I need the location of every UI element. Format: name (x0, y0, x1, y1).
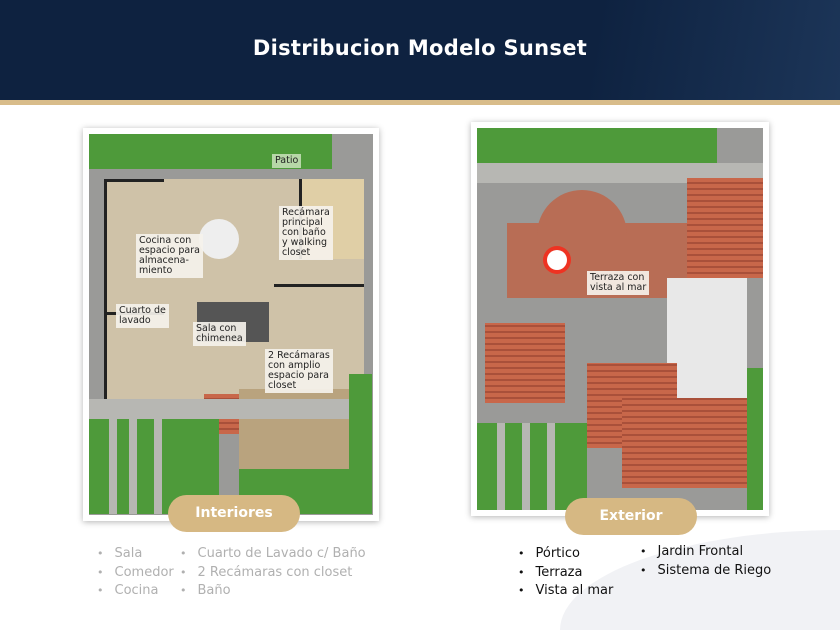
interiores-button[interactable]: Interiores (168, 495, 300, 532)
interiores-list-2: Cuarto de Lavado c/ Baño 2 Recámaras con… (180, 545, 366, 601)
exterior-floorplan-card: Terraza con vista al mar (471, 122, 769, 516)
interiores-list-1: Sala Comedor Cocina (97, 545, 174, 601)
list-item: Sala (97, 545, 174, 564)
gold-divider (0, 100, 840, 105)
list-item: Cuarto de Lavado c/ Baño (180, 545, 366, 564)
list-item: Cocina (97, 582, 174, 601)
label-cuarto-lavado: Cuarto de lavado (116, 304, 169, 328)
list-item: 2 Recámaras con closet (180, 564, 366, 583)
dining-table (199, 219, 239, 259)
label-2-recamaras: 2 Recámaras con amplio espacio para clos… (265, 349, 333, 393)
list-item: Terraza (518, 564, 613, 583)
list-item: Vista al mar (518, 582, 614, 601)
label-patio: Patio (272, 154, 302, 168)
exterior-button[interactable]: Exterior (565, 498, 697, 535)
list-item: Comedor (97, 564, 174, 583)
label-sala: Sala con chimenea (193, 322, 246, 346)
terrace-table (547, 250, 567, 270)
exterior-list-2: Jardin Frontal Sistema de Riego (640, 543, 772, 581)
list-item: Sistema de Riego (640, 562, 772, 581)
list-item: Jardin Frontal (640, 543, 771, 562)
list-item: Baño (180, 582, 366, 601)
label-terraza: Terraza con vista al mar (587, 271, 650, 295)
list-item: Pórtico (518, 545, 613, 564)
interiores-floorplan-card: Patio Cocina con espacio para almacena- … (83, 128, 379, 521)
label-recamara-principal: Recámara principal con baño y walking cl… (279, 206, 333, 260)
exterior-floorplan-image: Terraza con vista al mar (477, 128, 763, 510)
interior-floorplan-image: Patio Cocina con espacio para almacena- … (89, 134, 373, 515)
exterior-list-1: Pórtico Terraza Vista al mar (518, 545, 614, 601)
label-cocina: Cocina con espacio para almacena- miento (136, 234, 203, 278)
page-title: Distribucion Modelo Sunset (252, 36, 588, 60)
header: Distribucion Modelo Sunset (0, 0, 840, 100)
